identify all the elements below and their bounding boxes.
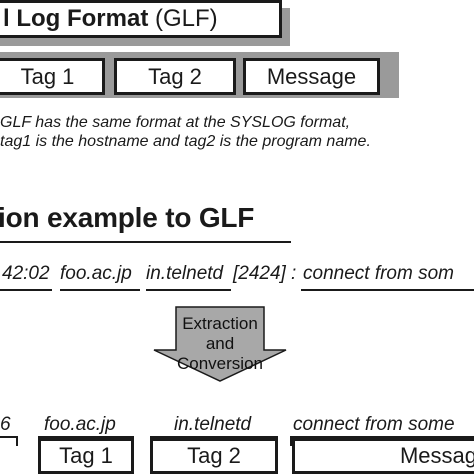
bracket-time-line [0,436,18,438]
title-bold-text: l Log Format [3,5,149,32]
bracket-message-tick [290,436,292,446]
raw-host: foo.ac.jp [60,263,132,284]
result-program-label: in.telnetd [174,414,252,435]
result-host-label: foo.ac.jp [44,414,116,435]
title-rest-text: (GLF) [148,5,218,32]
raw-program-underline [146,289,231,291]
raw-host-underline [60,289,140,291]
raw-message-underline [301,289,474,291]
section-title: ion example to GLF [0,202,255,233]
raw-pid: [2424] [233,263,286,284]
raw-time: 42:02 [2,263,50,284]
arrow-label-line-3: Conversion [177,354,263,373]
note-line-1: GLF has the same format at the SYSLOG fo… [0,114,351,131]
tag1-box: Tag 1 [0,58,105,95]
raw-colon: : [291,263,297,284]
raw-message: connect from som [303,263,454,284]
tag2-box: Tag 2 [114,58,236,95]
message-box: Message [243,58,380,95]
bracket-message-line [290,436,474,438]
result-time-fragment: 6 [0,414,11,435]
raw-time-underline [0,289,52,291]
raw-program: in.telnetd [146,263,224,284]
bracket-host-line [38,436,134,438]
result-tag2-box: Tag 2 [150,438,278,474]
result-message-label: connect from some [293,414,455,435]
bracket-time-tick [16,436,18,446]
arrow-label-line-1: Extraction [182,314,258,333]
arrow-label-line-2: and [205,334,235,353]
note-line-2: tag1 is the hostname and tag2 is the pro… [0,133,371,150]
conversion-arrow-icon [153,306,287,382]
result-tag1-box: Tag 1 [38,438,134,474]
page-title: l Log Format (GLF) [0,0,282,38]
result-message-box: Messag [292,438,474,474]
section-underline [0,241,291,243]
bracket-program-line [150,436,278,438]
